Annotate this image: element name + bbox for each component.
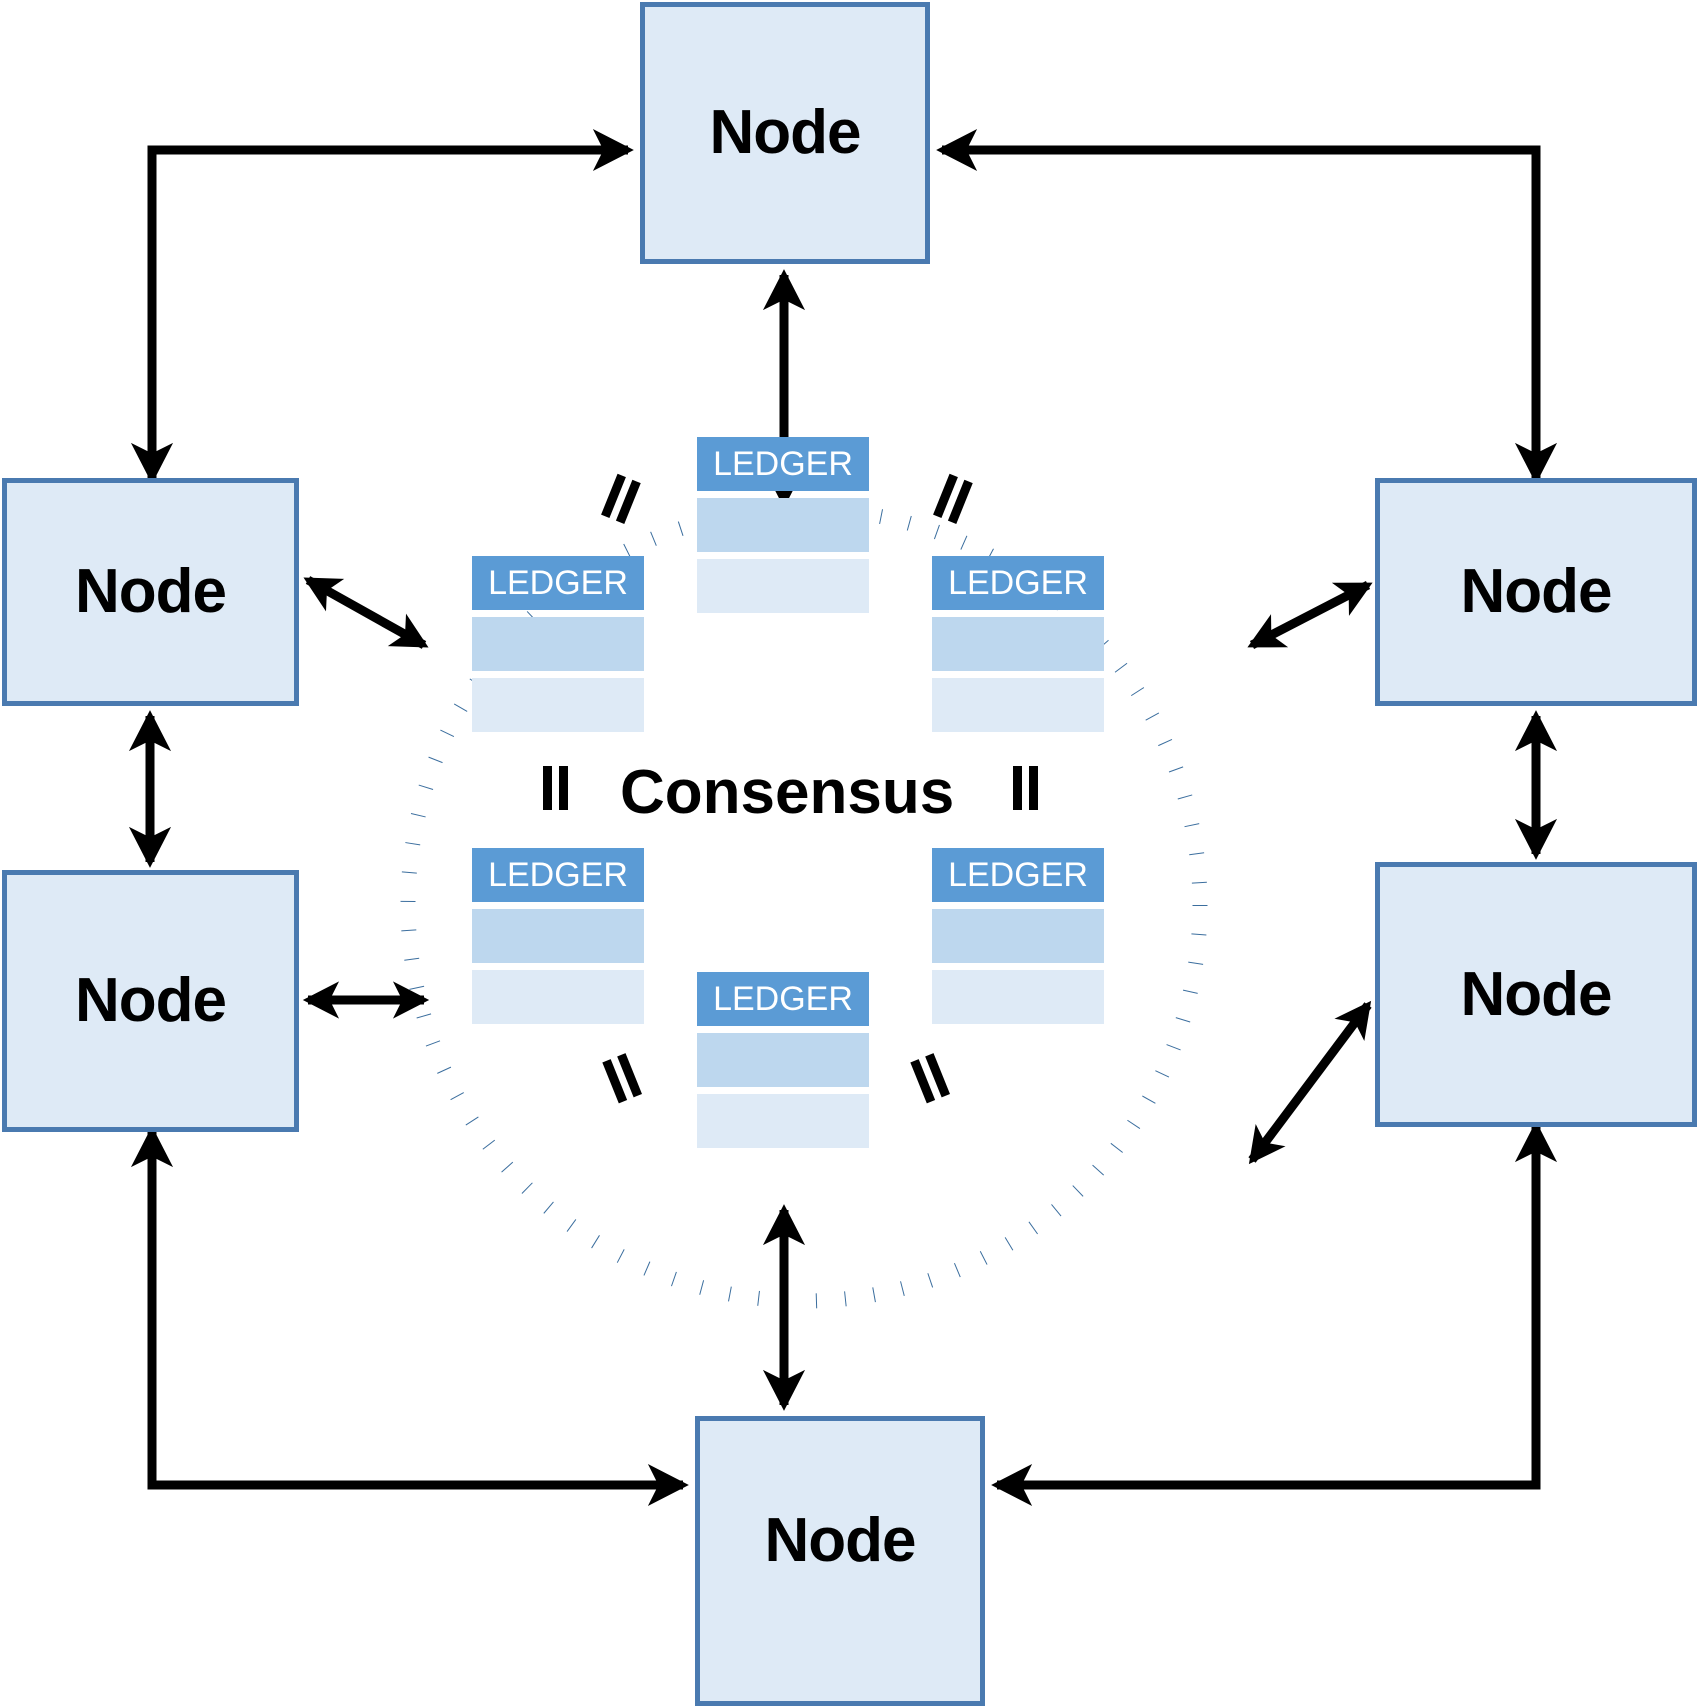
node-top[interactable]: Node [640,2,930,264]
ledger-lower-right-header: LEDGER [932,848,1104,902]
node-left-lower[interactable]: Node [2,870,299,1132]
ledger-upper-right-header: LEDGER [932,556,1104,610]
node-right-upper-label: Node [1460,557,1613,626]
ledger-top-header: LEDGER [697,437,869,491]
ledger-upper-right[interactable]: LEDGER [932,556,1104,732]
node-top-label: Node [709,98,862,167]
ledger-top-row-1 [697,498,869,552]
ledger-top-row-2 [697,559,869,613]
ledger-upper-left-row-1 [472,617,644,671]
consensus-circle [400,501,1208,1309]
ledger-top[interactable]: LEDGER [697,437,869,613]
node-right-upper[interactable]: Node [1375,478,1697,706]
ledger-bottom-row-1 [697,1033,869,1087]
equals-mark-mid-right [1003,766,1049,812]
ledger-bottom[interactable]: LEDGER [697,972,869,1148]
node-left-upper[interactable]: Node [2,478,299,706]
link-right-lower-to-bottom [991,1121,1558,1507]
node-right-lower[interactable]: Node [1375,862,1697,1127]
link-left-upper-to-circle [303,576,429,649]
ledger-bottom-row-2 [697,1094,869,1148]
link-right-upper-to-top [936,128,1558,484]
ledger-upper-right-row-1 [932,617,1104,671]
ledger-lower-left-row-1 [472,909,644,963]
ledger-lower-left-row-2 [472,970,644,1024]
ledger-upper-left-header: LEDGER [472,556,644,610]
equals-mark-mid-left [533,766,579,812]
consensus-label: Consensus [620,758,955,827]
node-left-lower-label: Node [75,966,227,1035]
node-bottom-label: Node [764,1506,917,1575]
ledger-bottom-header: LEDGER [697,972,869,1026]
ledger-upper-left-row-2 [472,678,644,732]
link-left-lower-to-bottom [130,1126,689,1507]
ledger-lower-left[interactable]: LEDGER [472,848,644,1024]
ledger-lower-right-row-1 [932,909,1104,963]
node-bottom[interactable]: Node [695,1416,985,1706]
ledger-lower-left-header: LEDGER [472,848,644,902]
node-right-lower-label: Node [1460,959,1613,1029]
ledger-lower-right[interactable]: LEDGER [932,848,1104,1024]
node-left-upper-label: Node [75,557,227,626]
ledger-lower-right-row-2 [932,970,1104,1024]
link-right-lower-to-circle [1248,1000,1372,1165]
ledger-upper-left[interactable]: LEDGER [472,556,644,732]
link-right-upper-to-circle [1247,581,1373,649]
ledger-upper-right-row-2 [932,678,1104,732]
link-left-upper-to-top [130,128,634,484]
